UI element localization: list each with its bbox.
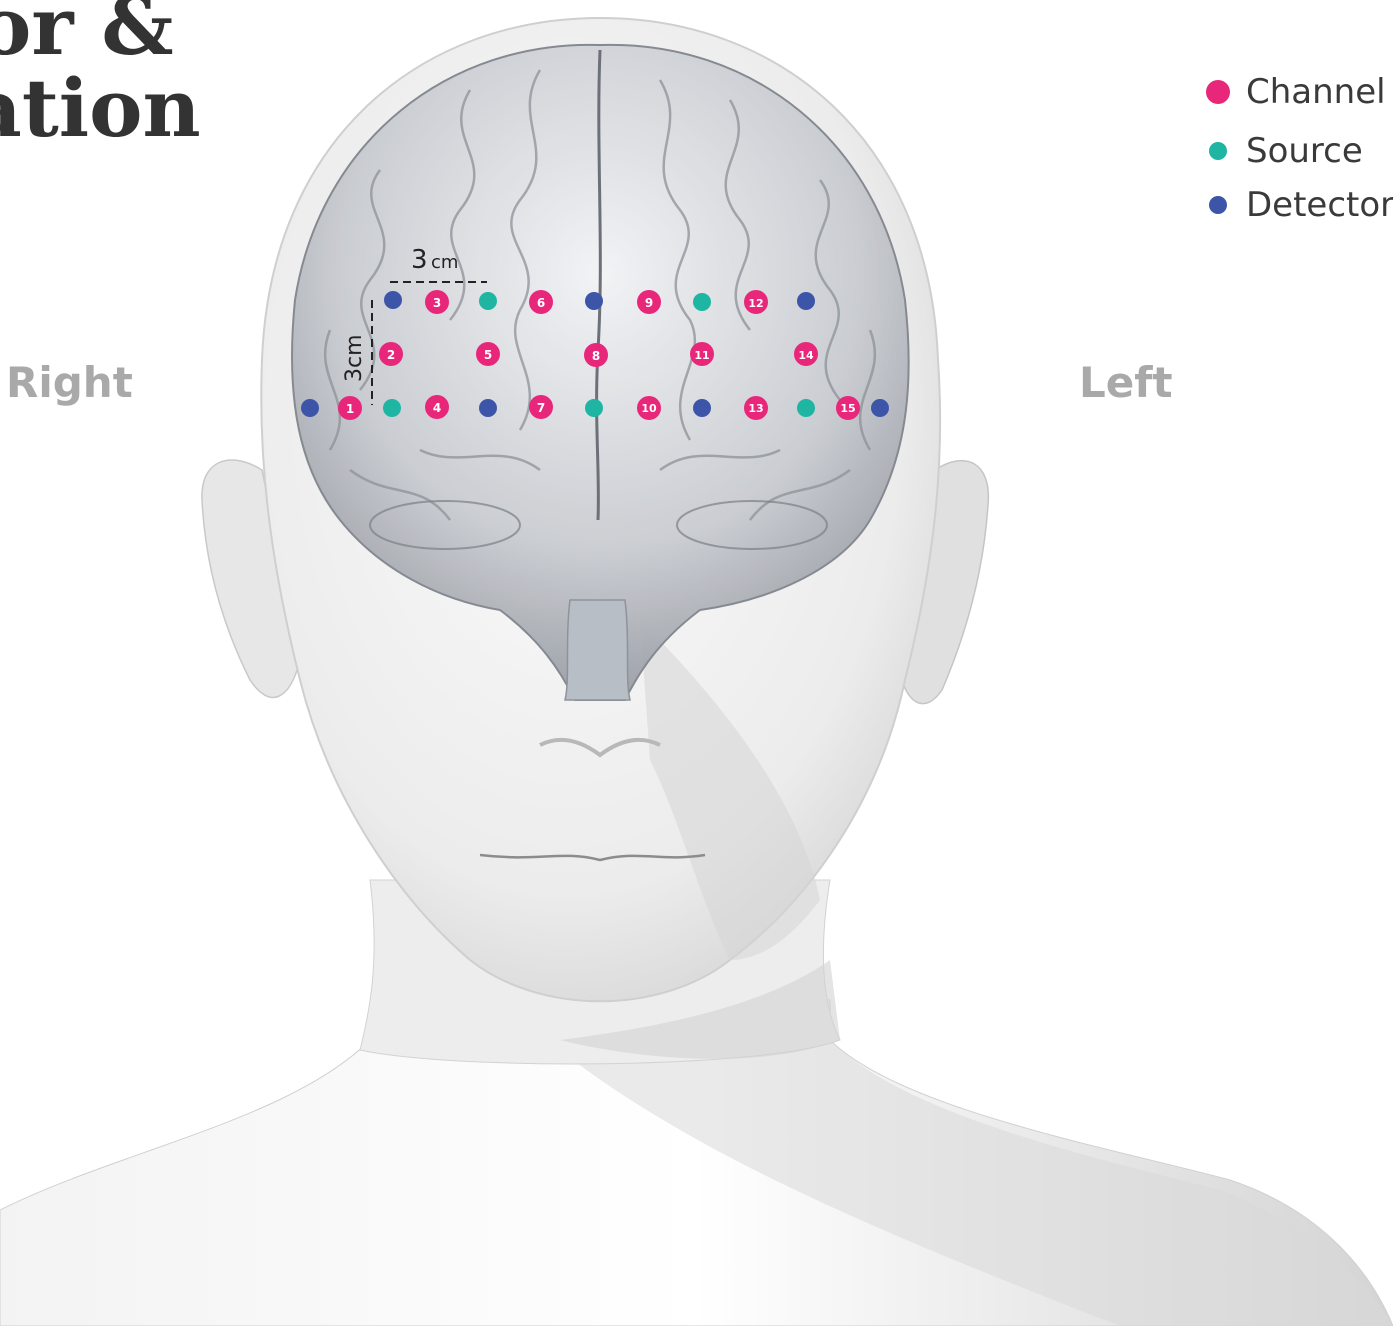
title-line-2: ation: [0, 68, 201, 148]
detector-dot: [693, 399, 711, 417]
channel-number-12: 12: [748, 297, 763, 310]
detector-dot: [797, 292, 815, 310]
detector-dot: [301, 399, 319, 417]
detector-dot: [479, 399, 497, 417]
horizontal-scale-unit: cm: [431, 252, 458, 273]
channel-legend-dot: [1206, 80, 1230, 104]
brainstem: [565, 600, 630, 700]
channel-number-5: 5: [484, 348, 492, 362]
detector-dot: [871, 399, 889, 417]
title-line-1: or &: [0, 0, 174, 66]
detector-legend-dot: [1209, 196, 1227, 214]
channel-number-3: 3: [433, 296, 441, 310]
detector-dot: [384, 291, 402, 309]
channel-number-14: 14: [798, 349, 814, 362]
channel-number-8: 8: [592, 349, 600, 363]
channel-number-9: 9: [645, 296, 653, 310]
channel-number-15: 15: [840, 402, 855, 415]
channel-number-1: 1: [346, 402, 354, 416]
legend-item-source: Source: [1206, 131, 1363, 171]
legend-label-detector: Detector: [1246, 185, 1393, 225]
source-dot: [585, 399, 603, 417]
channel-number-10: 10: [641, 402, 657, 415]
legend-label-channel: Channel: [1246, 72, 1386, 112]
source-dot: [797, 399, 815, 417]
channel-number-13: 13: [748, 402, 763, 415]
detector-dot: [585, 292, 603, 310]
source-legend-dot: [1209, 142, 1227, 160]
channel-number-6: 6: [537, 296, 545, 310]
legend-item-channel: Channel: [1206, 72, 1386, 112]
source-dot: [693, 293, 711, 311]
legend-label-source: Source: [1246, 131, 1363, 171]
channel-number-11: 11: [694, 349, 709, 362]
vertical-scale-label: 3cm: [342, 334, 367, 382]
horizontal-scale-number: 3: [411, 245, 428, 275]
legend-item-detector: Detector: [1206, 185, 1393, 225]
channel-number-2: 2: [387, 348, 395, 362]
source-dot: [383, 399, 401, 417]
right-hemisphere-label: Right: [6, 358, 133, 407]
left-hemisphere-label: Left: [1079, 358, 1173, 407]
channel-number-4: 4: [433, 401, 441, 415]
source-dot: [479, 292, 497, 310]
channel-number-7: 7: [537, 401, 545, 415]
